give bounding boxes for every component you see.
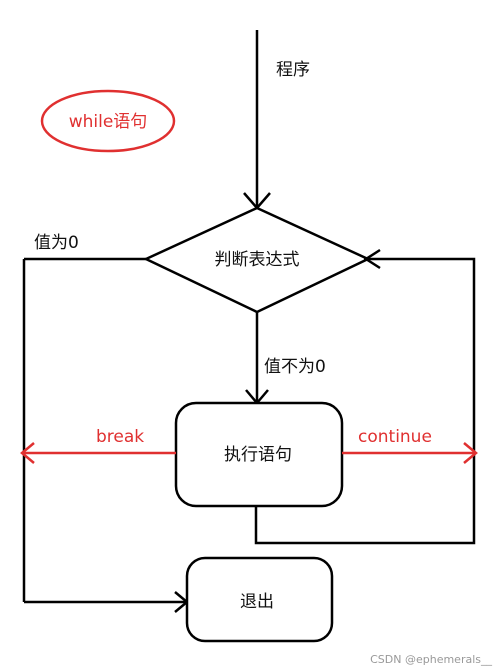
- entry-label: 程序: [276, 60, 310, 80]
- loop-back-arrowhead: [363, 248, 381, 270]
- true-branch-label: 值不为0: [264, 357, 326, 377]
- title-badge-oval: [40, 89, 176, 153]
- continue-label: continue: [358, 427, 432, 447]
- continue-arrowhead: [463, 442, 478, 464]
- exit-label: 退出: [240, 592, 274, 612]
- loop-back-line: [254, 257, 476, 545]
- statement-label: 执行语句: [224, 445, 292, 465]
- false-branch-label: 值为0: [34, 233, 79, 253]
- statement-box: [174, 401, 344, 508]
- watermark: CSDN @ephemerals__: [370, 653, 492, 666]
- break-label: break: [96, 427, 144, 447]
- title-badge-text: while语句: [69, 112, 148, 132]
- break-arrowhead: [20, 442, 35, 464]
- exit-box: [185, 556, 334, 643]
- condition-label: 判断表达式: [215, 250, 300, 270]
